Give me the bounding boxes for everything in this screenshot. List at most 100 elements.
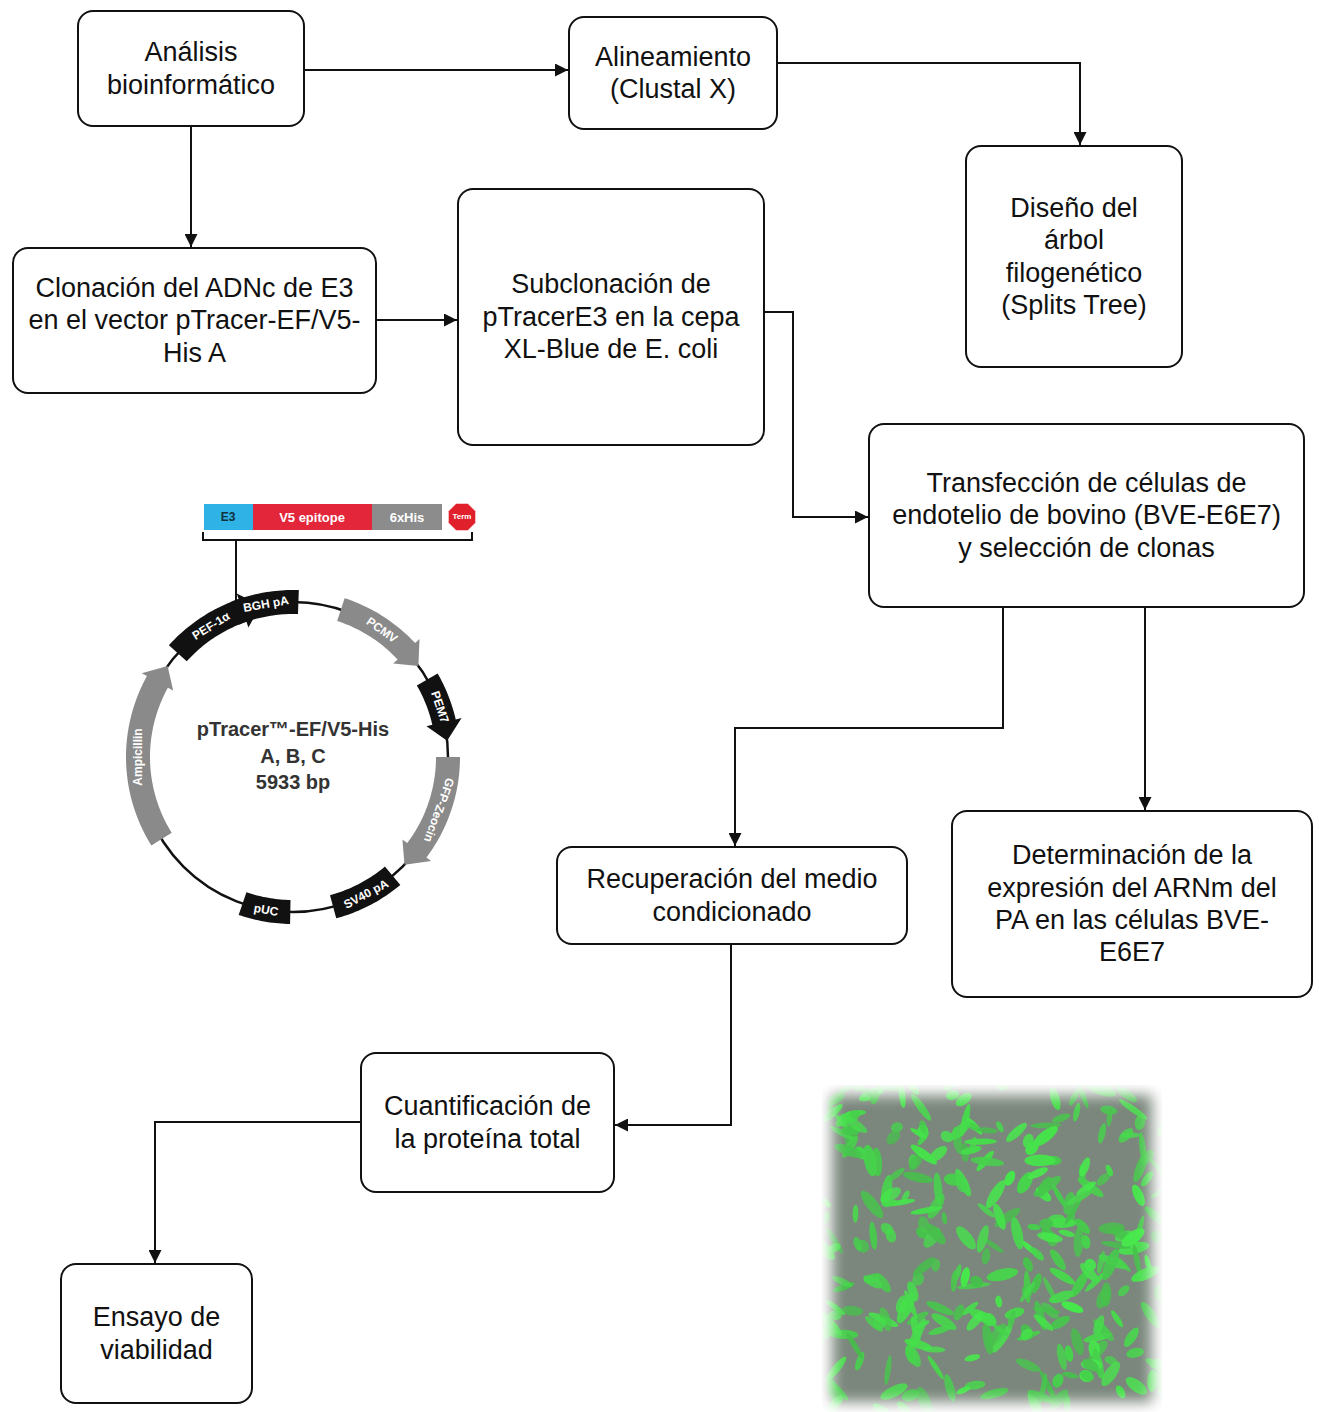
cell — [1129, 1263, 1161, 1285]
cell — [1091, 1314, 1107, 1337]
flow-arrow — [377, 319, 457, 321]
cell — [1155, 1119, 1162, 1138]
his-segment — [372, 504, 442, 530]
cell — [823, 1226, 845, 1255]
box-text: Clonación del ADNc de E3 en el vector pT… — [28, 272, 361, 369]
cell — [1027, 1223, 1041, 1231]
cell — [953, 1223, 980, 1252]
cell — [822, 1392, 846, 1412]
cell — [1114, 1384, 1128, 1400]
plasmid-label: V5 epitope — [279, 511, 345, 524]
process-box: Subclonación de pTracerE3 en la cepa XL-… — [457, 188, 765, 446]
process-box: Determinación de la expresión del ARNm d… — [951, 810, 1313, 998]
cell — [1047, 1086, 1062, 1112]
cell — [1150, 1184, 1162, 1200]
process-box: Transfección de células de endotelio de … — [868, 423, 1305, 608]
construct-bar — [203, 503, 476, 612]
cell — [1027, 1165, 1050, 1181]
cell — [1055, 1343, 1069, 1371]
process-box: Clonación del ADNc de E3 en el vector pT… — [12, 247, 377, 394]
cell — [838, 1085, 853, 1094]
cell — [1138, 1299, 1162, 1330]
cell — [950, 1270, 958, 1292]
cell — [831, 1274, 854, 1289]
plasmid-label: pUC — [253, 902, 279, 918]
cell — [861, 1144, 879, 1178]
plasmid-features — [126, 590, 462, 924]
cell — [824, 1298, 847, 1317]
cell — [1134, 1114, 1147, 1131]
cell — [1018, 1326, 1035, 1343]
cell — [1080, 1356, 1101, 1375]
cell — [1129, 1183, 1147, 1208]
cell — [977, 1126, 998, 1134]
plasmid-label: A, B, C — [260, 746, 326, 766]
cell — [976, 1201, 996, 1219]
image-ground — [822, 1085, 1162, 1412]
cell — [1077, 1156, 1092, 1178]
cell — [1050, 1372, 1065, 1390]
cell — [964, 1309, 986, 1333]
cell — [922, 1346, 945, 1353]
cell — [1050, 1183, 1068, 1209]
feature-arrow — [330, 867, 400, 919]
cell — [1104, 1164, 1115, 1178]
cell — [1061, 1371, 1079, 1380]
cell — [941, 1212, 948, 1225]
plasmid-label: 5933 bp — [256, 772, 330, 792]
cell — [1121, 1325, 1141, 1349]
feature-arrow — [239, 892, 291, 924]
cell — [822, 1211, 831, 1224]
flow-arrow — [1144, 608, 1146, 810]
plasmid-label: SV40 pA — [341, 877, 390, 910]
cell — [910, 1254, 937, 1279]
cell — [1130, 1151, 1150, 1184]
cell — [861, 1273, 884, 1292]
cell — [986, 1266, 1020, 1284]
cell — [910, 1205, 943, 1217]
cell — [868, 1221, 878, 1250]
plasmid-label: 6xHis — [390, 511, 425, 524]
cell — [902, 1289, 919, 1320]
plasmid-label: Term — [453, 513, 472, 521]
cell — [926, 1354, 946, 1381]
cell — [1037, 1373, 1048, 1405]
cell — [878, 1221, 895, 1238]
cell — [994, 1295, 1003, 1308]
cell — [1094, 1287, 1113, 1310]
cell — [1123, 1374, 1150, 1399]
cell — [1065, 1188, 1094, 1208]
cell — [1021, 1256, 1035, 1274]
cell — [883, 1355, 893, 1386]
cell — [908, 1142, 939, 1168]
cell — [1084, 1085, 1118, 1100]
plasmid-label: BGH pA — [242, 594, 289, 614]
cell — [903, 1344, 919, 1366]
cell — [884, 1128, 903, 1147]
cell — [1072, 1102, 1082, 1122]
feature-arrow — [337, 598, 419, 666]
cell — [964, 1353, 981, 1363]
cell — [964, 1138, 997, 1145]
cell — [974, 1224, 991, 1254]
cell — [1034, 1174, 1054, 1199]
cell — [883, 1198, 898, 1208]
cell — [852, 1236, 864, 1252]
plasmid-label: PEM7 — [429, 689, 451, 724]
cell — [887, 1166, 907, 1183]
cell — [1116, 1126, 1136, 1145]
cell — [996, 1085, 1009, 1091]
cell — [1154, 1284, 1162, 1301]
cell — [908, 1092, 933, 1123]
flow-arrow — [765, 312, 868, 517]
cell — [941, 1085, 957, 1093]
cell — [1125, 1346, 1144, 1359]
cell — [894, 1399, 913, 1412]
box-text: Subclonación de pTracerE3 en la cepa XL-… — [473, 268, 749, 365]
cell — [1023, 1138, 1042, 1157]
cell — [852, 1204, 858, 1222]
cell — [822, 1321, 841, 1344]
cell — [1080, 1234, 1091, 1249]
cell — [913, 1385, 936, 1412]
